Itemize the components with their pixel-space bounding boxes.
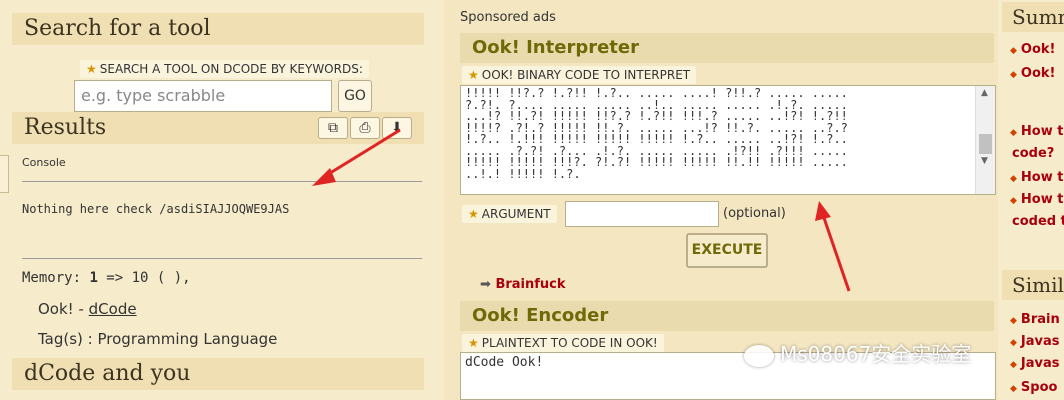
how-link-2-text[interactable]: How t <box>1020 170 1064 185</box>
similar-link-3-text[interactable]: Javas <box>1020 356 1060 371</box>
summary-link-2-text[interactable]: Ook! <box>1020 66 1056 81</box>
interpreter-heading: Ook! Interpreter <box>460 33 994 63</box>
star-icon: ★ <box>86 62 97 76</box>
memory-suffix: => 10 ( ), <box>97 270 191 286</box>
console-label: Console <box>22 156 66 169</box>
brainfuck-link-row[interactable]: ➡ Brainfuck <box>480 277 566 292</box>
search-input[interactable]: e.g. type scrabble <box>74 80 332 112</box>
how-link-3-text[interactable]: How t <box>1020 192 1064 207</box>
plaintext-label-text: PLAINTEXT TO CODE IN OOK! <box>481 336 658 350</box>
copy-icon: ⧉ <box>328 120 338 136</box>
sponsored-label: Sponsored ads <box>460 10 556 25</box>
how-link-3-cont[interactable]: coded te <box>1012 214 1064 229</box>
scroll-up-icon[interactable]: ▲ <box>981 88 988 98</box>
download-icon: ⬇ <box>391 120 403 136</box>
bullet-icon: ◆ <box>1010 338 1017 348</box>
print-button[interactable]: ⎙ <box>350 117 380 139</box>
summary-link-2[interactable]: ◆Ook! <box>1010 66 1055 81</box>
bullet-icon: ◆ <box>1010 360 1017 370</box>
watermark: Ms08067安全实验室 <box>744 338 1014 370</box>
arrow-left-icon: ➡ <box>480 277 491 292</box>
bullet-icon: ◆ <box>1010 70 1017 80</box>
star-icon: ★ <box>468 68 479 82</box>
star-icon: ★ <box>468 207 479 221</box>
dcode-you-heading: dCode and you <box>12 358 424 390</box>
console-output: Nothing here check /asdiSIAJJOQWE9JAS <box>22 202 290 216</box>
scroll-down-icon[interactable]: ▼ <box>981 156 988 166</box>
encoder-heading: Ook! Encoder <box>460 301 994 331</box>
argument-label: ★ARGUMENT <box>462 205 557 223</box>
argument-input[interactable] <box>565 201 719 227</box>
summary-heading: Summ <box>1002 2 1064 32</box>
textarea-scrollbar[interactable]: ▲ ▼ <box>975 86 995 194</box>
console-divider-bottom <box>22 258 422 259</box>
bullet-icon: ◆ <box>1010 384 1017 394</box>
left-panel: Search for a tool ★SEARCH A TOOL ON DCOD… <box>0 0 438 400</box>
console-divider-top <box>22 181 422 182</box>
similar-link-4[interactable]: ◆Spoo <box>1010 380 1057 395</box>
how-link-1[interactable]: ◆How t <box>1010 124 1063 139</box>
search-heading: Search for a tool <box>12 13 424 45</box>
bullet-icon: ◆ <box>1010 46 1017 56</box>
summary-link-1[interactable]: ◆Ook! <box>1010 42 1055 57</box>
similar-link-4-text[interactable]: Spoo <box>1020 380 1058 395</box>
middle-panel: Sponsored ads Ook! Interpreter ★OOK! BIN… <box>444 0 998 400</box>
star-icon: ★ <box>468 336 479 350</box>
summary-link-1-text[interactable]: Ook! <box>1020 42 1056 57</box>
argument-label-text: ARGUMENT <box>481 207 551 221</box>
right-panel: Summ ◆Ook! ◆Ook! ◆How t code? ◆How t ◆Ho… <box>1002 0 1064 400</box>
tool-name: Ook! - <box>38 300 89 318</box>
how-link-2[interactable]: ◆How t <box>1010 170 1063 185</box>
brainfuck-link[interactable]: Brainfuck <box>495 277 566 292</box>
bullet-icon: ◆ <box>1010 316 1017 326</box>
plaintext-label: ★PLAINTEXT TO CODE IN OOK! <box>462 334 664 352</box>
memory-prefix: Memory: <box>22 270 90 286</box>
similar-link-3[interactable]: ◆Javas <box>1010 356 1060 371</box>
similar-link-1-text[interactable]: Brain <box>1020 312 1060 327</box>
memory-value: 1 <box>89 270 98 286</box>
print-icon: ⎙ <box>359 120 371 136</box>
optional-note: (optional) <box>723 206 786 221</box>
bullet-icon: ◆ <box>1010 128 1017 138</box>
binary-label: ★OOK! BINARY CODE TO INTERPRET <box>462 66 697 84</box>
how-link-1-text[interactable]: How t <box>1020 124 1064 139</box>
annotation-arrow-right <box>815 201 851 292</box>
scroll-thumb[interactable] <box>979 134 992 154</box>
search-label: ★SEARCH A TOOL ON DCODE BY KEYWORDS: <box>80 60 369 78</box>
similar-link-2[interactable]: ◆Javas <box>1010 334 1060 349</box>
watermark-text: Ms08067安全实验室 <box>780 342 972 366</box>
how-link-1-cont[interactable]: code? <box>1012 146 1055 161</box>
binary-label-text: OOK! BINARY CODE TO INTERPRET <box>481 68 691 82</box>
dcode-link[interactable]: dCode <box>88 300 137 318</box>
bullet-icon: ◆ <box>1010 196 1017 206</box>
side-tab[interactable] <box>0 155 9 193</box>
annotation-arrow-left <box>312 128 401 186</box>
tags-line: Tag(s) : Programming Language <box>38 330 278 348</box>
go-button[interactable]: GO <box>338 80 372 112</box>
copy-button[interactable]: ⧉ <box>318 117 348 139</box>
similar-link-1[interactable]: ◆Brain <box>1010 312 1060 327</box>
how-link-3[interactable]: ◆How t <box>1010 192 1063 207</box>
memory-line: Memory: 1 => 10 ( ), <box>22 270 191 286</box>
binary-code-textarea[interactable]: !!!!! !!?.? !.?!! !.?.. ..... ....! ?!!.… <box>460 85 996 195</box>
similar-link-2-text[interactable]: Javas <box>1020 334 1060 349</box>
bullet-icon: ◆ <box>1010 174 1017 184</box>
search-label-text: SEARCH A TOOL ON DCODE BY KEYWORDS: <box>99 62 363 76</box>
similar-heading: Simil <box>1002 270 1064 300</box>
execute-button[interactable]: EXECUTE <box>686 233 768 268</box>
tool-credit: Ook! - dCode <box>38 300 137 318</box>
wechat-icon <box>744 344 774 367</box>
results-heading-text: Results <box>24 115 107 140</box>
download-button[interactable]: ⬇ <box>382 117 412 139</box>
